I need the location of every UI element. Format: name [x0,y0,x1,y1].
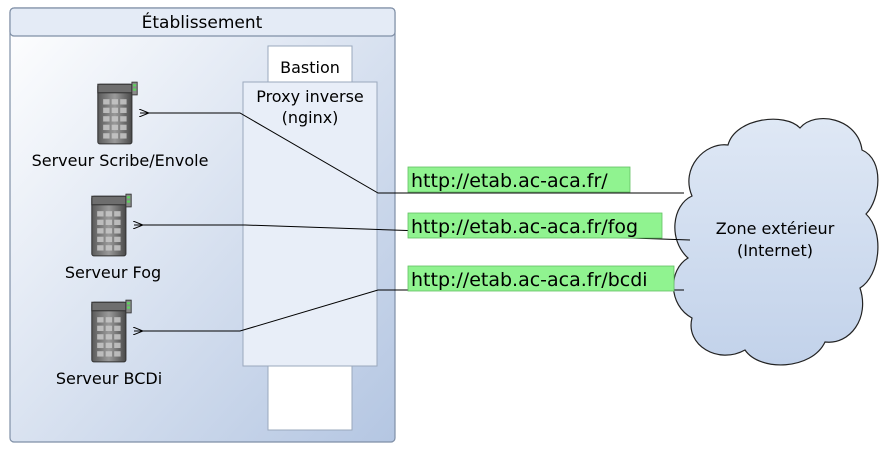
server-icon [91,193,132,257]
cloud-label-line1: Zone extérieur [716,219,835,238]
url-bcdi-text: http://etab.ac-aca.fr/bcdi [411,269,648,291]
proxy-label-line1: Proxy inverse [256,87,364,106]
server-icon [91,299,132,363]
server-scribe: Serveur Scribe/Envole [32,81,209,170]
server-bcdi: Serveur BCDi [56,299,162,388]
bastion-title: Bastion [280,58,340,77]
url-label-fog: http://etab.ac-aca.fr/fog [407,212,663,239]
proxy-label-line2: (nginx) [282,108,339,127]
server-fog: Serveur Fog [65,193,161,282]
url-label-root: http://etab.ac-aca.fr/ [407,166,631,193]
server-icon [97,81,138,145]
server-fog-label: Serveur Fog [65,263,161,282]
server-bcdi-label: Serveur BCDi [56,369,162,388]
connection-scribe [140,113,684,194]
establishment-title: Établissement [142,11,263,33]
url-label-bcdi: http://etab.ac-aca.fr/bcdi [407,265,675,292]
cloud-label-line2: (Internet) [737,241,813,260]
url-fog-text: http://etab.ac-aca.fr/fog [411,216,638,238]
internet-cloud: Zone extérieur (Internet) [672,118,879,366]
proxy-box: Proxy inverse (nginx) [242,81,378,367]
url-root-text: http://etab.ac-aca.fr/ [411,170,608,192]
server-scribe-label: Serveur Scribe/Envole [32,151,209,170]
